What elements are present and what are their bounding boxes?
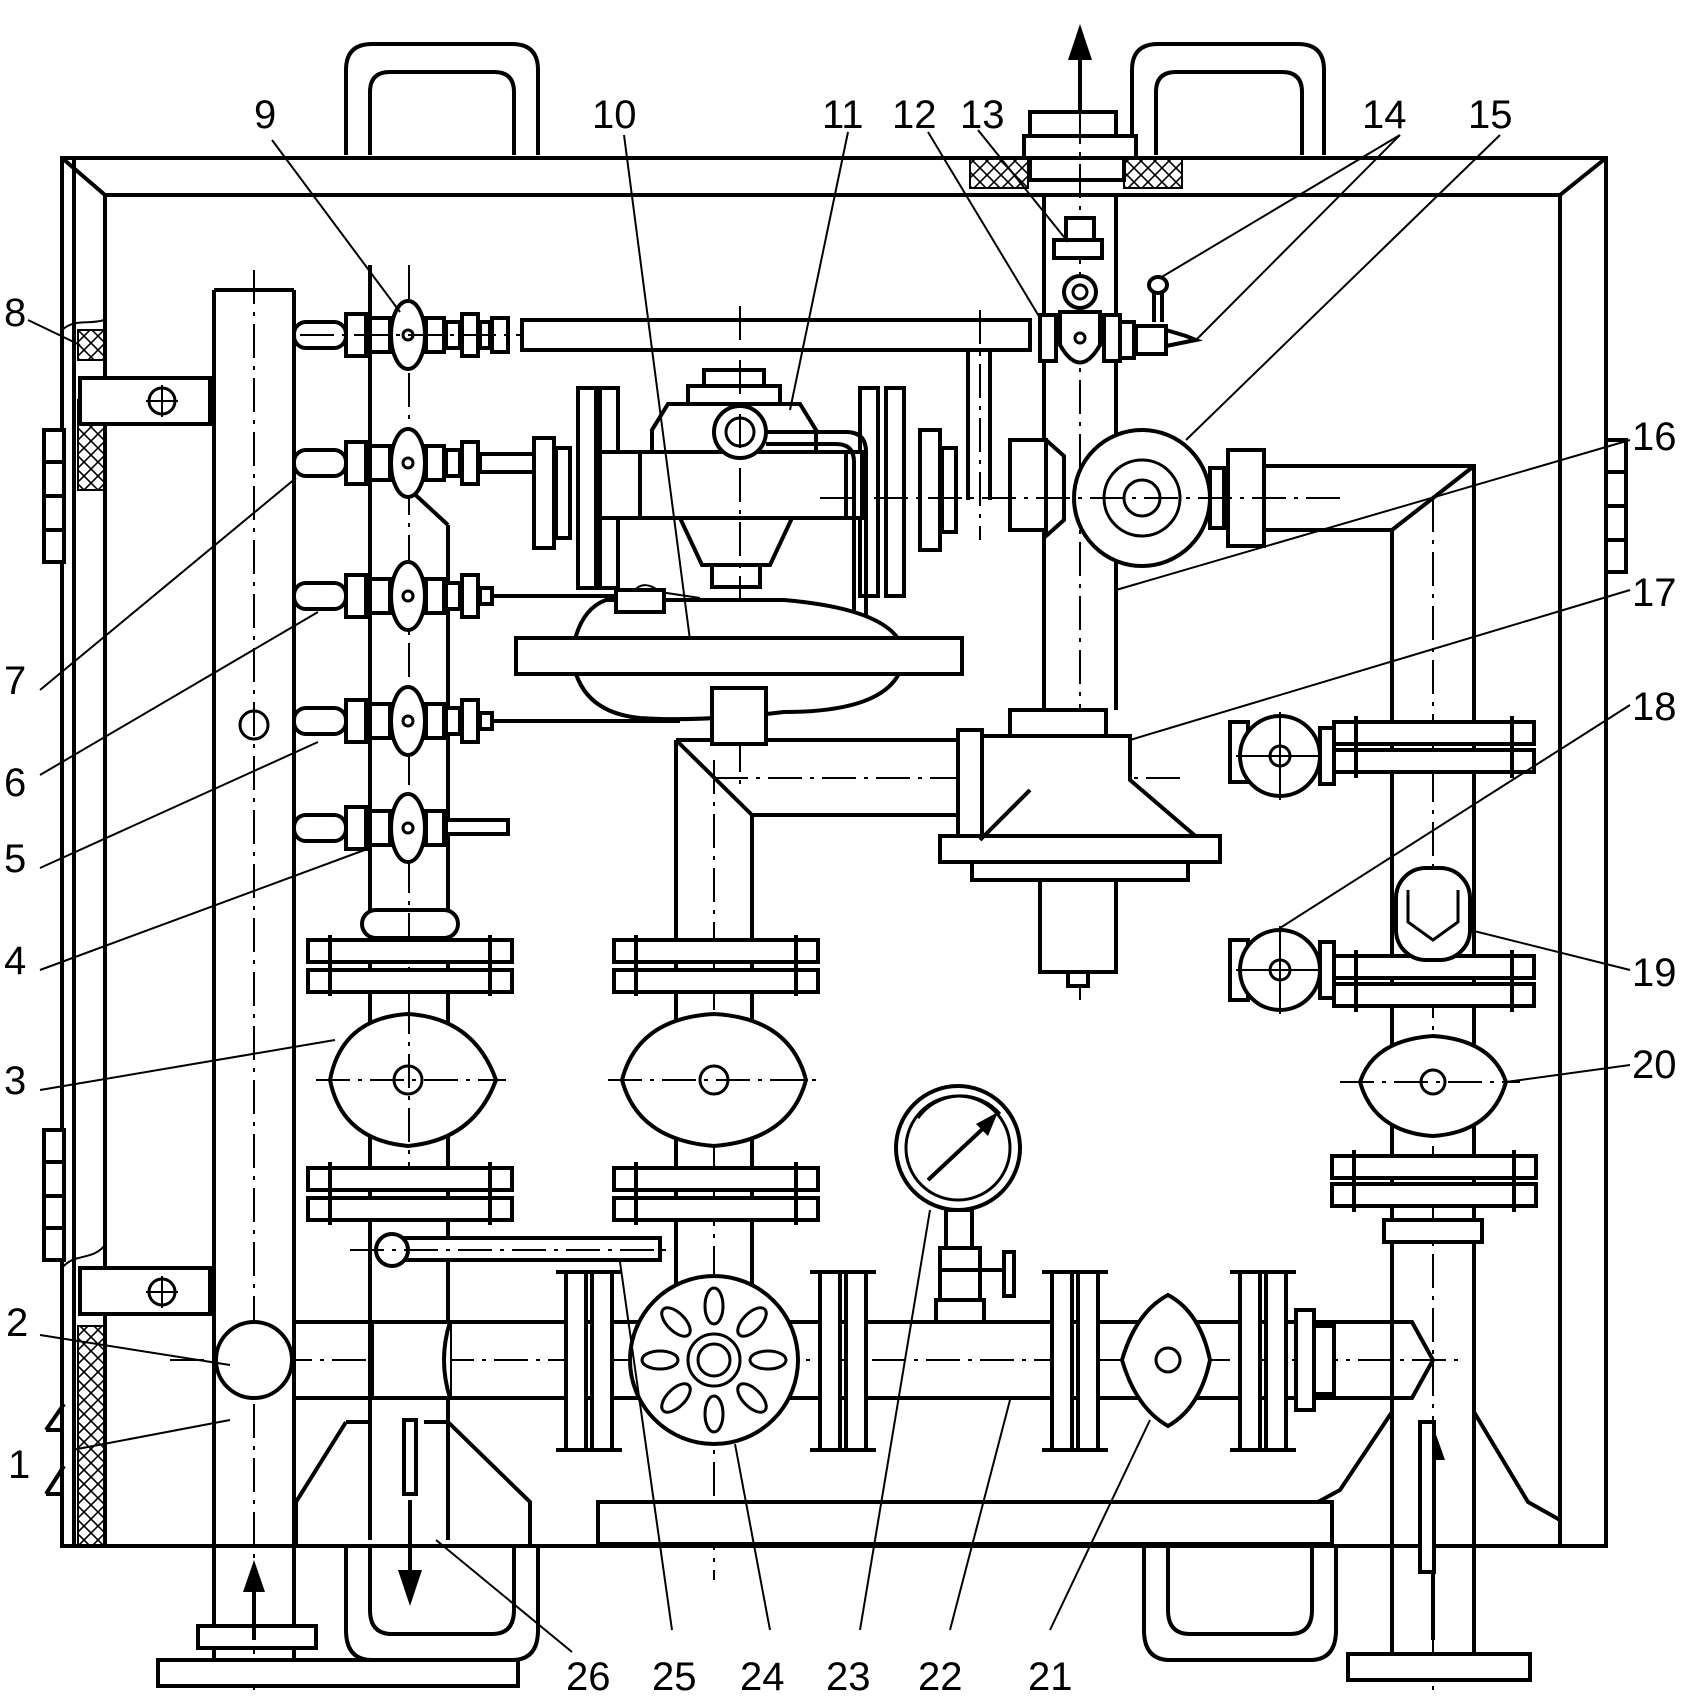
wall-bracket-upper	[78, 376, 212, 426]
callout-20: 20	[1632, 1043, 1677, 1087]
safety-relief-valve-13	[1038, 216, 1122, 365]
flange-upper-right-a	[1228, 712, 1536, 800]
callout-6: 6	[4, 761, 26, 805]
callout-11: 11	[822, 93, 864, 137]
callout-5: 5	[4, 837, 26, 881]
callout-12: 12	[892, 93, 937, 137]
flange-pair-upper-left	[306, 935, 514, 996]
manifold-valve-row-4	[292, 792, 510, 864]
filter-15	[820, 428, 1340, 568]
manifold-valve-row-5	[292, 685, 680, 757]
manifold-valve-row-6	[292, 560, 620, 632]
inlet-riser-pipe	[156, 270, 520, 1690]
valve-3	[316, 1000, 506, 1170]
regulator-outlet-flange	[938, 708, 1222, 988]
drain-tee-26	[370, 1320, 452, 1606]
door-hinges-left	[42, 428, 66, 1262]
door-seal-hatching	[61, 157, 1183, 1547]
lifting-handle-bottom-left	[344, 1548, 540, 1662]
callout-19: 19	[1632, 951, 1677, 995]
flange-group-bottom-1	[556, 1270, 622, 1452]
impulse-manifold-column	[360, 265, 460, 1000]
callout-3: 3	[4, 1059, 26, 1103]
callout-25: 25	[652, 1655, 697, 1699]
valve-20	[1340, 1033, 1520, 1139]
callout-18: 18	[1632, 685, 1677, 729]
flange-group-bottom-3	[1042, 1270, 1108, 1452]
ground-marks	[44, 1402, 66, 1496]
outlet-vent-pipe-16	[1022, 24, 1138, 1000]
callout-labels: 1 2 3 4 5 6 7 8 9 10 11 12 13 14 15 16 1…	[4, 93, 1677, 1699]
main-regulator-10	[514, 584, 964, 746]
handwheel-valve-24	[628, 1274, 800, 1446]
flange-group-bottom-4	[1230, 1270, 1336, 1452]
callout-13: 13	[960, 93, 1005, 137]
lifting-handle-top-right	[1130, 42, 1326, 155]
regulator-flange-stacks	[532, 386, 958, 598]
callout-21: 21	[1028, 1655, 1073, 1699]
wall-bracket-lower	[78, 1266, 212, 1316]
manifold-valve-row-7	[292, 427, 572, 499]
callout-23: 23	[826, 1655, 871, 1699]
leader-lines	[27, 129, 1631, 1653]
callout-15: 15	[1468, 93, 1513, 137]
callout-22: 22	[918, 1655, 963, 1699]
callout-26: 26	[566, 1655, 611, 1699]
callout-16: 16	[1632, 415, 1677, 459]
callout-17: 17	[1632, 571, 1677, 615]
callout-2: 2	[6, 1301, 28, 1345]
pilot-regulator-11	[598, 306, 864, 786]
callout-8: 8	[4, 291, 26, 335]
callout-9: 9	[254, 93, 276, 137]
central-riser	[674, 738, 754, 1580]
callout-7: 7	[4, 659, 26, 703]
check-valve-19	[1394, 866, 1472, 962]
base-frame	[294, 1410, 1561, 1574]
callout-24: 24	[740, 1655, 785, 1699]
valve-21	[1119, 1292, 1213, 1429]
flange-lower-right	[1330, 1150, 1538, 1244]
flange-pair-lower-center	[612, 1162, 820, 1225]
flange-group-bottom-2	[810, 1270, 876, 1452]
callout-10: 10	[592, 93, 637, 137]
valve-18	[1228, 926, 1536, 1014]
right-column	[1346, 1230, 1532, 1682]
purge-line-25	[350, 1232, 670, 1268]
manifold-valve-row-9	[292, 299, 520, 371]
flange-pair-lower-left	[306, 1162, 514, 1225]
callout-14: 14	[1362, 93, 1407, 137]
callout-1: 1	[8, 1443, 30, 1487]
elbow-2	[214, 1320, 294, 1400]
valve-center	[608, 1011, 820, 1149]
flange-pair-upper-center	[612, 935, 820, 996]
impulse-line-top	[520, 310, 1032, 540]
callout-4: 4	[4, 939, 26, 983]
lifting-handle-top-left	[344, 42, 540, 155]
sampling-cock-14	[1118, 275, 1203, 360]
door-hinge-right	[1604, 438, 1628, 574]
lifting-handle-bottom-right	[1142, 1548, 1338, 1662]
pressure-gauge-23	[894, 1084, 1022, 1324]
